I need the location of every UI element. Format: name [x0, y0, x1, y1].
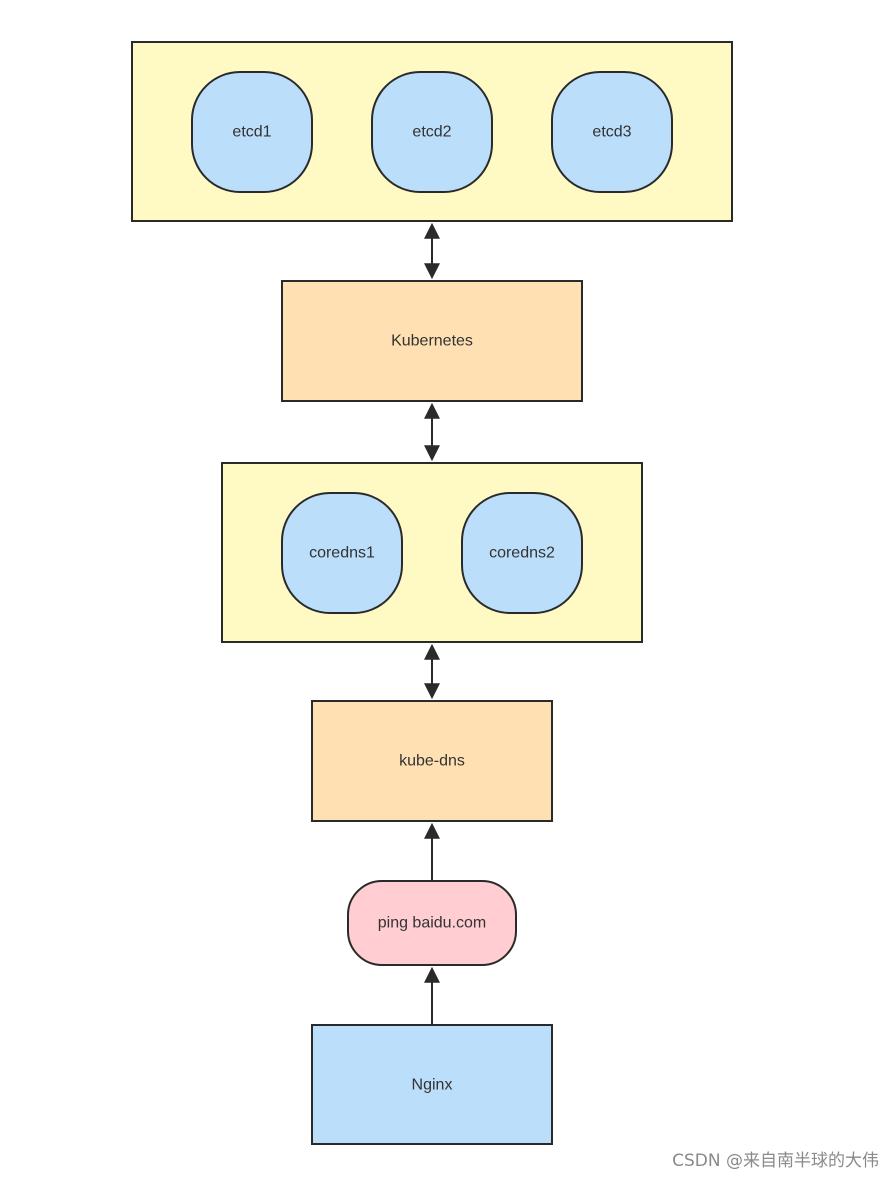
kubernetes-label: Kubernetes [391, 333, 473, 350]
coredns1-node [281, 492, 403, 614]
coredns2-label: coredns2 [489, 545, 555, 562]
etcd1-label: etcd1 [232, 124, 271, 141]
kube-dns-label: kube-dns [399, 753, 465, 770]
etcd3-label: etcd3 [592, 124, 631, 141]
nginx-box [311, 1024, 553, 1145]
etcd3-node [551, 71, 673, 193]
coredns1-label: coredns1 [309, 545, 375, 562]
nginx-label: Nginx [412, 1077, 453, 1094]
watermark-text: CSDN @来自南半球的大伟 [672, 1151, 879, 1171]
ping-node [347, 880, 517, 966]
etcd2-label: etcd2 [412, 124, 451, 141]
kube-dns-box [311, 700, 553, 822]
kubernetes-box [281, 280, 583, 402]
etcd1-node [191, 71, 313, 193]
ping-label: ping baidu.com [378, 915, 487, 932]
coredns2-node [461, 492, 583, 614]
etcd2-node [371, 71, 493, 193]
